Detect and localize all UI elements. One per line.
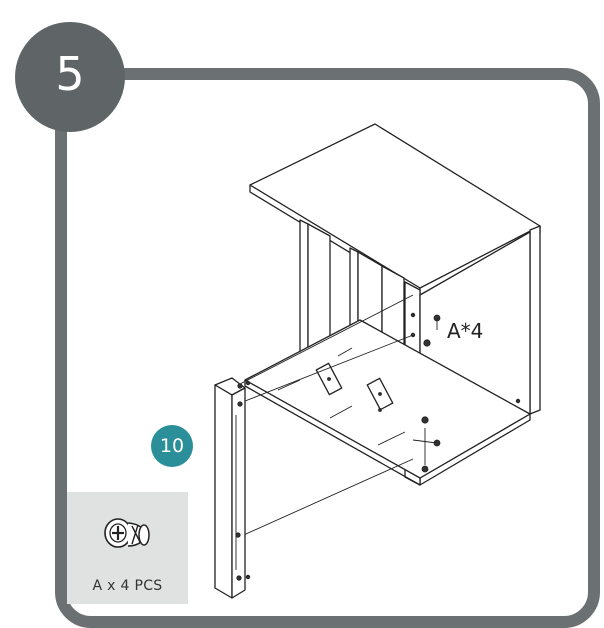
- hardware-callout: A*4: [447, 319, 484, 343]
- hardware-legend: A x 4 PCS: [67, 492, 188, 604]
- right-side-panel: [529, 225, 541, 415]
- cam-lock-fitting-icon: [104, 518, 150, 548]
- step-number: 5: [55, 47, 85, 101]
- step-number-badge: 5: [15, 22, 125, 132]
- front-panel-part-10: [214, 384, 233, 599]
- hardware-label: A x 4 PCS: [92, 578, 163, 594]
- part-number: 10: [159, 435, 185, 457]
- part-number-badge: 10: [151, 425, 193, 467]
